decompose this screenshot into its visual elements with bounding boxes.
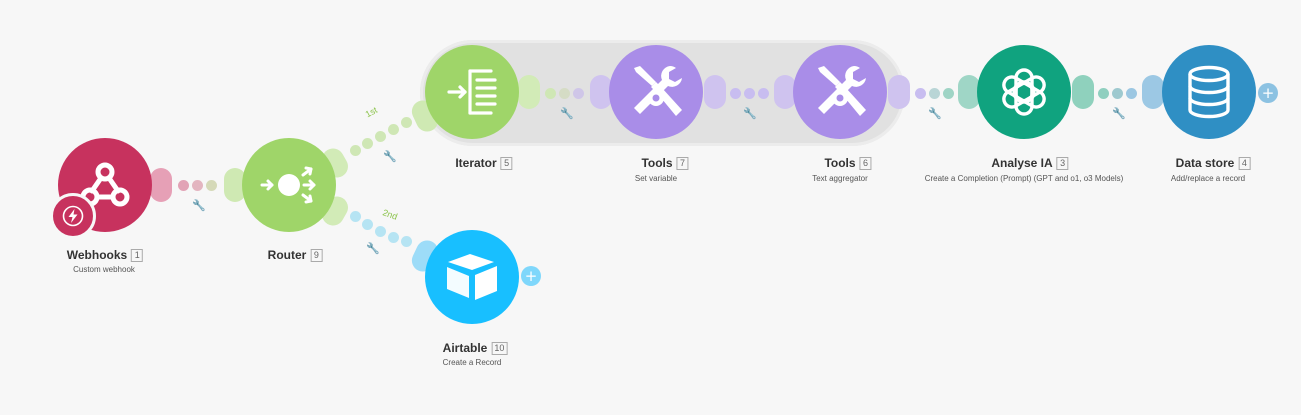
connector-handle <box>590 75 612 109</box>
connector-dot <box>758 88 769 99</box>
module-index-tools-7: 7 <box>676 156 689 170</box>
module-tools-set-variable[interactable] <box>609 45 703 139</box>
module-index-data-store: 4 <box>1238 156 1251 170</box>
instant-trigger-badge <box>50 193 96 239</box>
module-index-webhooks: 1 <box>131 248 144 262</box>
add-module-after-data-store[interactable]: + <box>1258 83 1278 103</box>
module-iterator[interactable] <box>425 45 519 139</box>
link-settings-route-2[interactable]: 🔧 <box>366 242 380 255</box>
airtable-icon <box>447 254 497 300</box>
module-subtitle-tools-6: Text aggregator <box>812 174 868 183</box>
module-index-analyse-ia: 3 <box>1056 156 1069 170</box>
module-subtitle-analyse-ia: Create a Completion (Prompt) (GPT and o1… <box>924 174 1124 183</box>
link-settings-analyse-datastore[interactable]: 🔧 <box>1112 107 1126 120</box>
openai-icon <box>1002 68 1046 116</box>
link-settings-iterator-tools[interactable]: 🔧 <box>560 107 574 120</box>
module-index-router: 9 <box>310 248 323 262</box>
connector-dot <box>401 236 412 247</box>
link-settings-tools-analyse[interactable]: 🔧 <box>928 107 942 120</box>
connector-dot <box>192 180 203 191</box>
module-index-tools-6: 6 <box>859 156 872 170</box>
module-analyse-ia[interactable] <box>977 45 1071 139</box>
module-subtitle-tools-7: Set variable <box>634 174 678 183</box>
connector-dot <box>545 88 556 99</box>
connector-dot <box>388 232 399 243</box>
connector-handle <box>1142 75 1164 109</box>
module-index-iterator: 5 <box>500 156 513 170</box>
connector-handle <box>774 75 796 109</box>
connector-handle <box>888 75 910 109</box>
connector-dot <box>362 138 373 149</box>
lightning-icon <box>62 205 84 227</box>
connector-dot <box>1126 88 1137 99</box>
connector-handle <box>150 168 172 202</box>
connector-dot <box>559 88 570 99</box>
route-label-1st: 1st <box>363 104 379 120</box>
tools-icon <box>634 66 682 116</box>
module-tools-text-aggregator[interactable] <box>793 45 887 139</box>
module-data-store[interactable] <box>1162 45 1256 139</box>
connector-dot <box>573 88 584 99</box>
module-airtable[interactable] <box>425 230 519 324</box>
connector-dot <box>178 180 189 191</box>
connector-dot <box>915 88 926 99</box>
module-subtitle-airtable: Create a Record <box>442 358 502 367</box>
link-settings-tools-tools[interactable]: 🔧 <box>743 107 757 120</box>
connector-handle <box>704 75 726 109</box>
module-index-airtable: 10 <box>491 341 508 355</box>
module-subtitle-data-store: Add/replace a record <box>1170 174 1246 183</box>
tools-icon <box>818 66 866 116</box>
connector-dot <box>350 211 361 222</box>
connector-dot <box>375 131 386 142</box>
iterator-icon <box>447 69 497 115</box>
connector-handle <box>958 75 980 109</box>
link-settings-webhooks-router[interactable]: 🔧 <box>192 199 206 212</box>
connector-dot <box>1112 88 1123 99</box>
connector-dot <box>943 88 954 99</box>
connector-dot <box>362 219 373 230</box>
module-subtitle-webhooks: Custom webhook <box>73 265 135 274</box>
connector-dot <box>388 124 399 135</box>
connector-dot <box>1098 88 1109 99</box>
add-module-after-airtable[interactable]: + <box>521 266 541 286</box>
link-settings-route-1[interactable]: 🔧 <box>383 150 397 163</box>
connector-dot <box>401 117 412 128</box>
connector-handle <box>518 75 540 109</box>
route-label-2nd: 2nd <box>381 207 399 222</box>
connector-handle <box>1072 75 1094 109</box>
connector-handle <box>224 168 246 202</box>
connector-dot <box>730 88 741 99</box>
connector-dot <box>206 180 217 191</box>
database-icon <box>1188 65 1230 119</box>
connector-dot <box>350 145 361 156</box>
module-router[interactable] <box>242 138 336 232</box>
connector-dot <box>744 88 755 99</box>
connector-dot <box>375 226 386 237</box>
router-icon <box>260 166 316 204</box>
connector-dot <box>929 88 940 99</box>
